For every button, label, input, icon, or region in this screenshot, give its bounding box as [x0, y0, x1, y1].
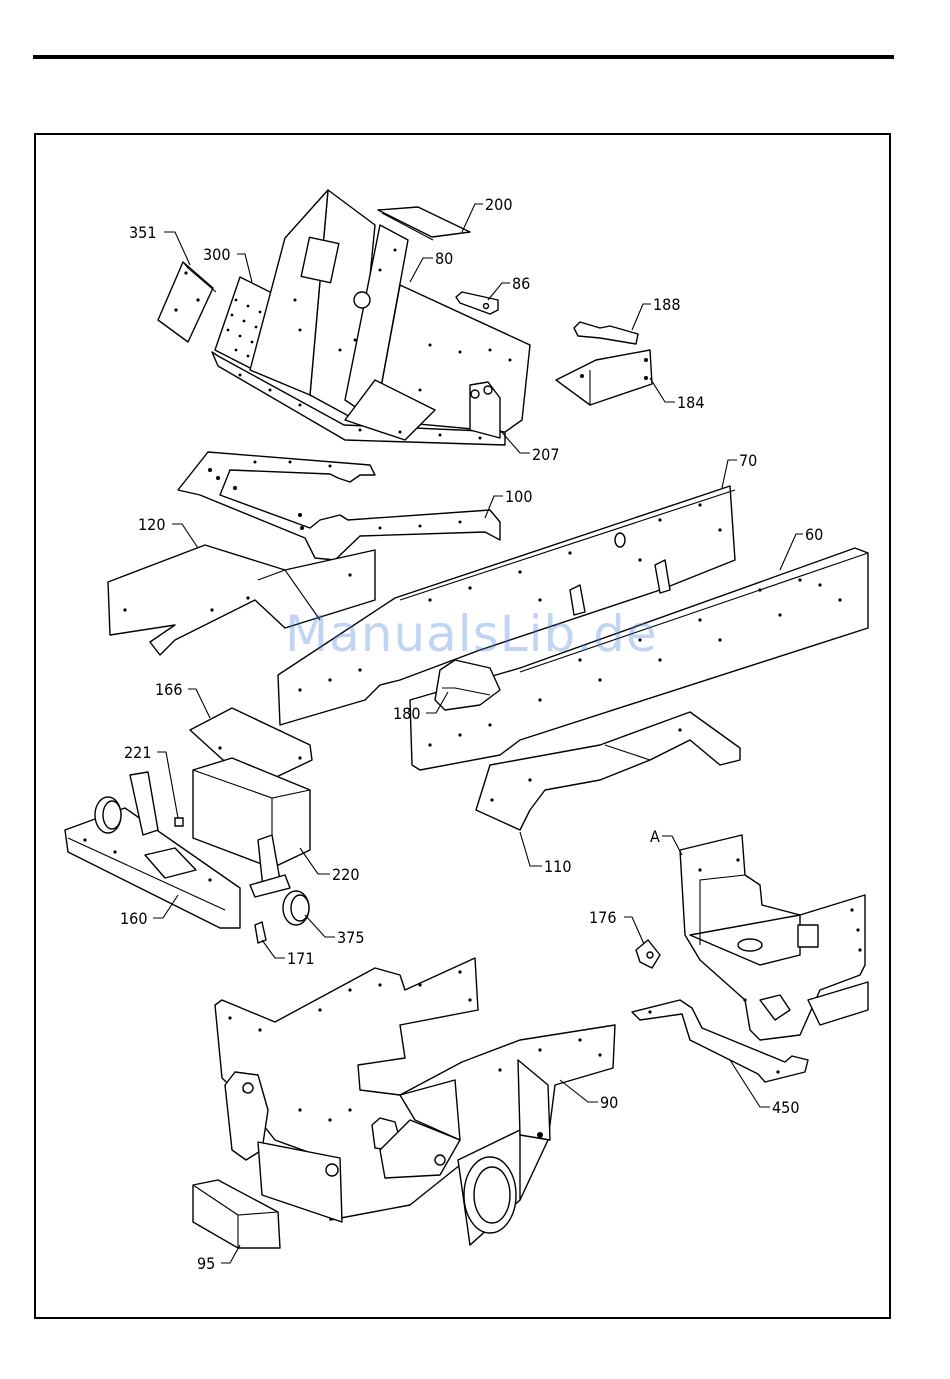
callout-100: 100 — [505, 487, 532, 506]
callout-171: 171 — [287, 949, 314, 968]
callout-86: 86 — [512, 274, 530, 293]
callout-A: A — [650, 827, 660, 846]
part-351 — [158, 262, 216, 342]
callout-188: 188 — [653, 295, 680, 314]
callout-160: 160 — [120, 909, 147, 928]
callout-95: 95 — [197, 1254, 215, 1273]
callout-300: 300 — [203, 245, 230, 264]
callout-351: 351 — [129, 223, 156, 242]
part-184 — [556, 350, 652, 405]
callout-166: 166 — [155, 680, 182, 699]
callout-375: 375 — [337, 928, 364, 947]
callout-70: 70 — [739, 451, 757, 470]
part-A — [680, 835, 868, 1040]
callout-80: 80 — [435, 249, 453, 268]
callout-110: 110 — [544, 857, 571, 876]
callout-200: 200 — [485, 195, 512, 214]
callout-221: 221 — [124, 743, 151, 762]
part-176 — [636, 940, 660, 968]
callout-176: 176 — [589, 908, 616, 927]
part-220 — [193, 758, 310, 868]
callout-180: 180 — [393, 704, 420, 723]
part-100 — [178, 452, 500, 560]
callout-450: 450 — [772, 1098, 799, 1117]
callout-60: 60 — [805, 525, 823, 544]
part-90 — [215, 958, 615, 1245]
callout-207: 207 — [532, 445, 559, 464]
part-188 — [574, 322, 638, 344]
callout-220: 220 — [332, 865, 359, 884]
watermark: ManualsLib.de — [285, 605, 658, 663]
callout-90: 90 — [600, 1093, 618, 1112]
callout-184: 184 — [677, 393, 704, 412]
part-171 — [255, 922, 266, 943]
callout-120: 120 — [138, 515, 165, 534]
part-221 — [175, 818, 183, 826]
